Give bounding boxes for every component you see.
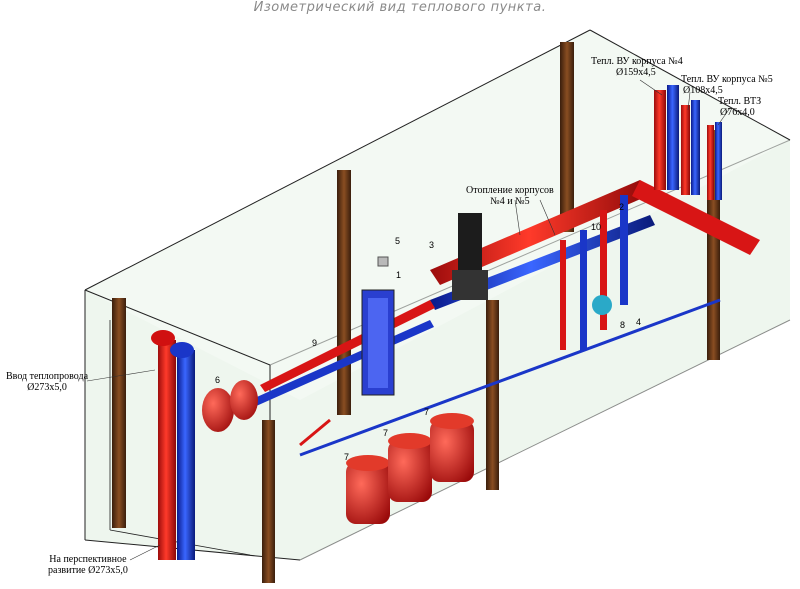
- filter: [230, 380, 258, 420]
- riser-vu5-return: [691, 100, 700, 195]
- callout-9: 9: [312, 338, 318, 348]
- label-vu5-diameter: Ø108x4,5: [683, 85, 723, 96]
- filter: [202, 388, 234, 432]
- supply-riser: [158, 340, 176, 560]
- callout-4: 4: [636, 317, 642, 327]
- steel-column: [112, 298, 126, 528]
- label-inlet-name: Ввод теплопровода: [6, 371, 89, 382]
- callout-10: 10: [591, 222, 602, 232]
- expansion-tank-top: [346, 455, 390, 471]
- label-heating-name: Отопление корпусов: [466, 185, 554, 196]
- leader-line: [539, 199, 556, 236]
- supply-branch: [299, 418, 331, 447]
- label-vtz-diameter: Ø76x4,0: [720, 107, 755, 118]
- return-riser-top: [170, 342, 194, 358]
- supply-main: [430, 180, 650, 285]
- diagram-title: Изометрический вид теплового пункта.: [253, 0, 547, 15]
- room-edge: [589, 29, 791, 141]
- riser-vtz-supply: [707, 125, 714, 200]
- expansion-tank: [388, 440, 432, 502]
- riser-vtz-return: [715, 122, 722, 200]
- supply-riser-top: [151, 330, 175, 346]
- label-inlet-diameter: Ø273x5,0: [27, 382, 67, 393]
- steel-column: [262, 420, 275, 583]
- label-vtz-name: Тепл. ВТЗ: [718, 96, 762, 107]
- label-heating: Отопление корпусов №4 и №5: [466, 185, 554, 207]
- riser-pipe: [600, 210, 607, 330]
- leader-line: [639, 79, 663, 96]
- riser-pipe: [560, 240, 566, 350]
- callout-2: 2: [619, 202, 625, 212]
- expansion-tank-top: [388, 433, 432, 449]
- callout-5: 5: [395, 236, 401, 246]
- label-vu4: Тепл. ВУ корпуса №4 Ø159x4,5: [591, 56, 683, 78]
- callout-6: 6: [215, 375, 221, 385]
- steel-column: [337, 170, 351, 415]
- expansion-tank-top: [430, 413, 474, 429]
- control-unit: [592, 295, 612, 315]
- label-vu4-diameter: Ø159x4,5: [616, 67, 656, 78]
- control-box: [377, 256, 389, 267]
- return-riser: [177, 350, 195, 560]
- label-vu5-name: Тепл. ВУ корпуса №5: [681, 74, 773, 85]
- supply-main: [632, 180, 760, 255]
- leader-line: [514, 199, 521, 236]
- label-heating-buildings: №4 и №5: [490, 196, 530, 207]
- return-branch: [299, 298, 721, 457]
- leader-line: [86, 369, 156, 382]
- leader-line: [687, 91, 691, 111]
- plate-heat-exchanger: [368, 298, 388, 388]
- steel-column: [560, 42, 574, 232]
- callout-8: 8: [620, 320, 626, 330]
- room-edge: [84, 29, 591, 291]
- leader-line: [129, 544, 161, 561]
- expansion-tank: [346, 462, 390, 524]
- riser-vu4-return: [667, 85, 679, 190]
- circulation-pump: [452, 270, 488, 300]
- callout-7: 7: [344, 452, 350, 462]
- room-edge: [269, 139, 791, 366]
- expansion-tank: [430, 420, 474, 482]
- label-future: На перспективное развитие Ø273x5,0: [48, 554, 128, 576]
- callout-3: 3: [429, 240, 435, 250]
- steel-column: [486, 300, 499, 490]
- callout-1: 1: [396, 270, 402, 280]
- label-future-diameter: развитие Ø273x5,0: [48, 565, 128, 576]
- label-vu4-name: Тепл. ВУ корпуса №4: [591, 56, 683, 67]
- riser-vu5-supply: [681, 105, 690, 195]
- callout-7: 7: [383, 428, 389, 438]
- room-ceiling: [85, 30, 790, 400]
- label-future-name: На перспективное: [49, 554, 127, 565]
- callout-7: 7: [424, 407, 430, 417]
- riser-pipe: [580, 230, 587, 350]
- label-vu5: Тепл. ВУ корпуса №5 Ø108x4,5: [681, 74, 773, 96]
- riser-vu4-supply: [654, 90, 666, 190]
- riser-pipe: [620, 195, 628, 305]
- label-inlet: Ввод теплопровода Ø273x5,0: [6, 371, 88, 393]
- label-vtz: Тепл. ВТЗ Ø76x4,0: [718, 96, 761, 118]
- leader-line: [717, 107, 731, 126]
